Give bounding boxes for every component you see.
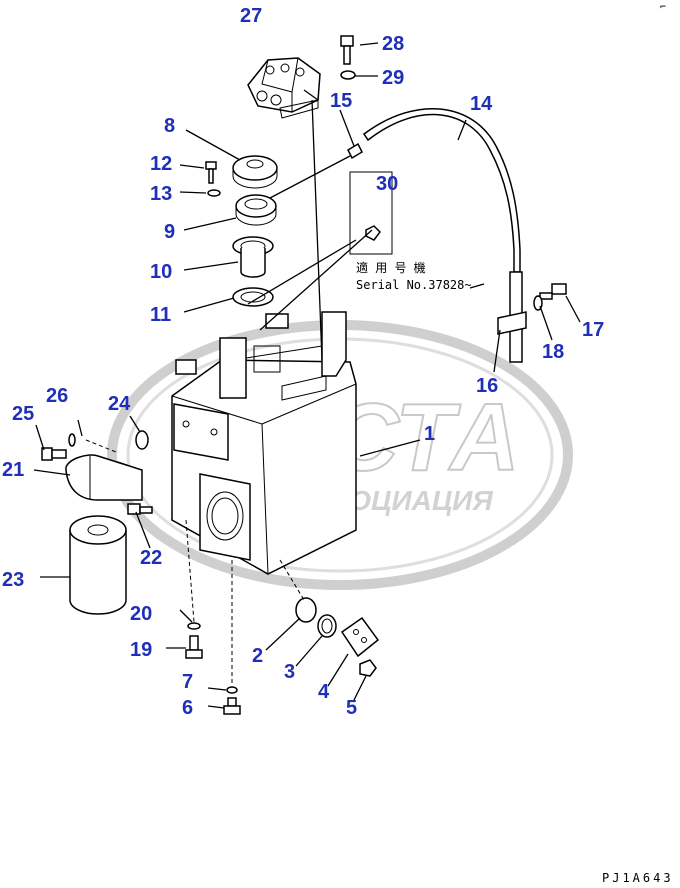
label-part-12: 12: [150, 153, 172, 175]
label-part-27: 27: [240, 5, 262, 27]
bolt-25: [41, 447, 67, 461]
label-part-8: 8: [164, 115, 175, 137]
gasket-11: [232, 287, 274, 307]
bolt-19: [185, 635, 203, 659]
cover-4: [340, 616, 380, 658]
label-part-18: 18: [542, 341, 564, 363]
label-part-2: 2: [252, 645, 263, 667]
strainer-10: [232, 236, 274, 278]
filter-element-23: [69, 515, 127, 615]
label-part-26: 26: [46, 385, 68, 407]
label-part-6: 6: [182, 697, 193, 719]
nut-5: [359, 659, 377, 677]
clip-15: [347, 142, 363, 160]
washer-13: [207, 189, 221, 197]
filler-adapter-9: [235, 194, 277, 226]
drain-plug-6: [223, 697, 241, 715]
clamp-16: [497, 311, 527, 335]
serial-note-line2: Serial No.37828~: [356, 278, 472, 292]
label-part-13: 13: [150, 183, 172, 205]
label-part-3: 3: [284, 661, 295, 683]
label-part-30: 30: [376, 173, 398, 195]
part-labels: 27 28 29 15 14 8 12 13 30 9 10 11 17 18 …: [2, 5, 604, 719]
detail-box-30: [349, 171, 393, 255]
label-part-10: 10: [150, 261, 172, 283]
cap-8: [232, 155, 278, 189]
label-part-24: 24: [108, 393, 131, 415]
corner-mark: ⌐: [660, 2, 666, 13]
label-part-4: 4: [318, 681, 330, 703]
label-part-9: 9: [164, 221, 175, 243]
drawing-code: PJ1A643: [602, 871, 674, 885]
label-part-5: 5: [346, 697, 357, 719]
o-ring-3: [317, 614, 337, 638]
serial-note-line1: 適 用 号 機: [356, 260, 426, 275]
filter-head-21: [65, 454, 143, 501]
label-part-1: 1: [424, 423, 435, 445]
leader-lines: [33, 42, 581, 709]
valve-block-27: [247, 57, 321, 119]
plug-2: [295, 597, 317, 623]
washer-26: [68, 433, 76, 447]
label-part-19: 19: [130, 639, 152, 661]
label-part-22: 22: [140, 547, 162, 569]
label-part-7: 7: [182, 671, 193, 693]
sight-gauge-24: [135, 430, 149, 450]
washer-29: [340, 70, 356, 80]
screw-12: [205, 161, 217, 184]
label-part-23: 23: [2, 569, 24, 591]
bolt-17: [539, 283, 567, 300]
label-part-14: 14: [470, 93, 493, 115]
label-part-25: 25: [12, 403, 34, 425]
bolt-28: [340, 35, 354, 65]
label-part-16: 16: [476, 375, 498, 397]
label-part-15: 15: [330, 90, 352, 112]
o-ring-7: [226, 686, 238, 694]
hydraulic-tank-1: [171, 311, 357, 575]
label-part-28: 28: [382, 33, 404, 55]
label-part-17: 17: [582, 319, 604, 341]
label-part-11: 11: [150, 304, 171, 326]
switch-22: [127, 503, 153, 515]
label-part-21: 21: [2, 459, 24, 481]
label-part-29: 29: [382, 67, 404, 89]
washer-20: [187, 622, 201, 630]
label-part-20: 20: [130, 603, 152, 625]
